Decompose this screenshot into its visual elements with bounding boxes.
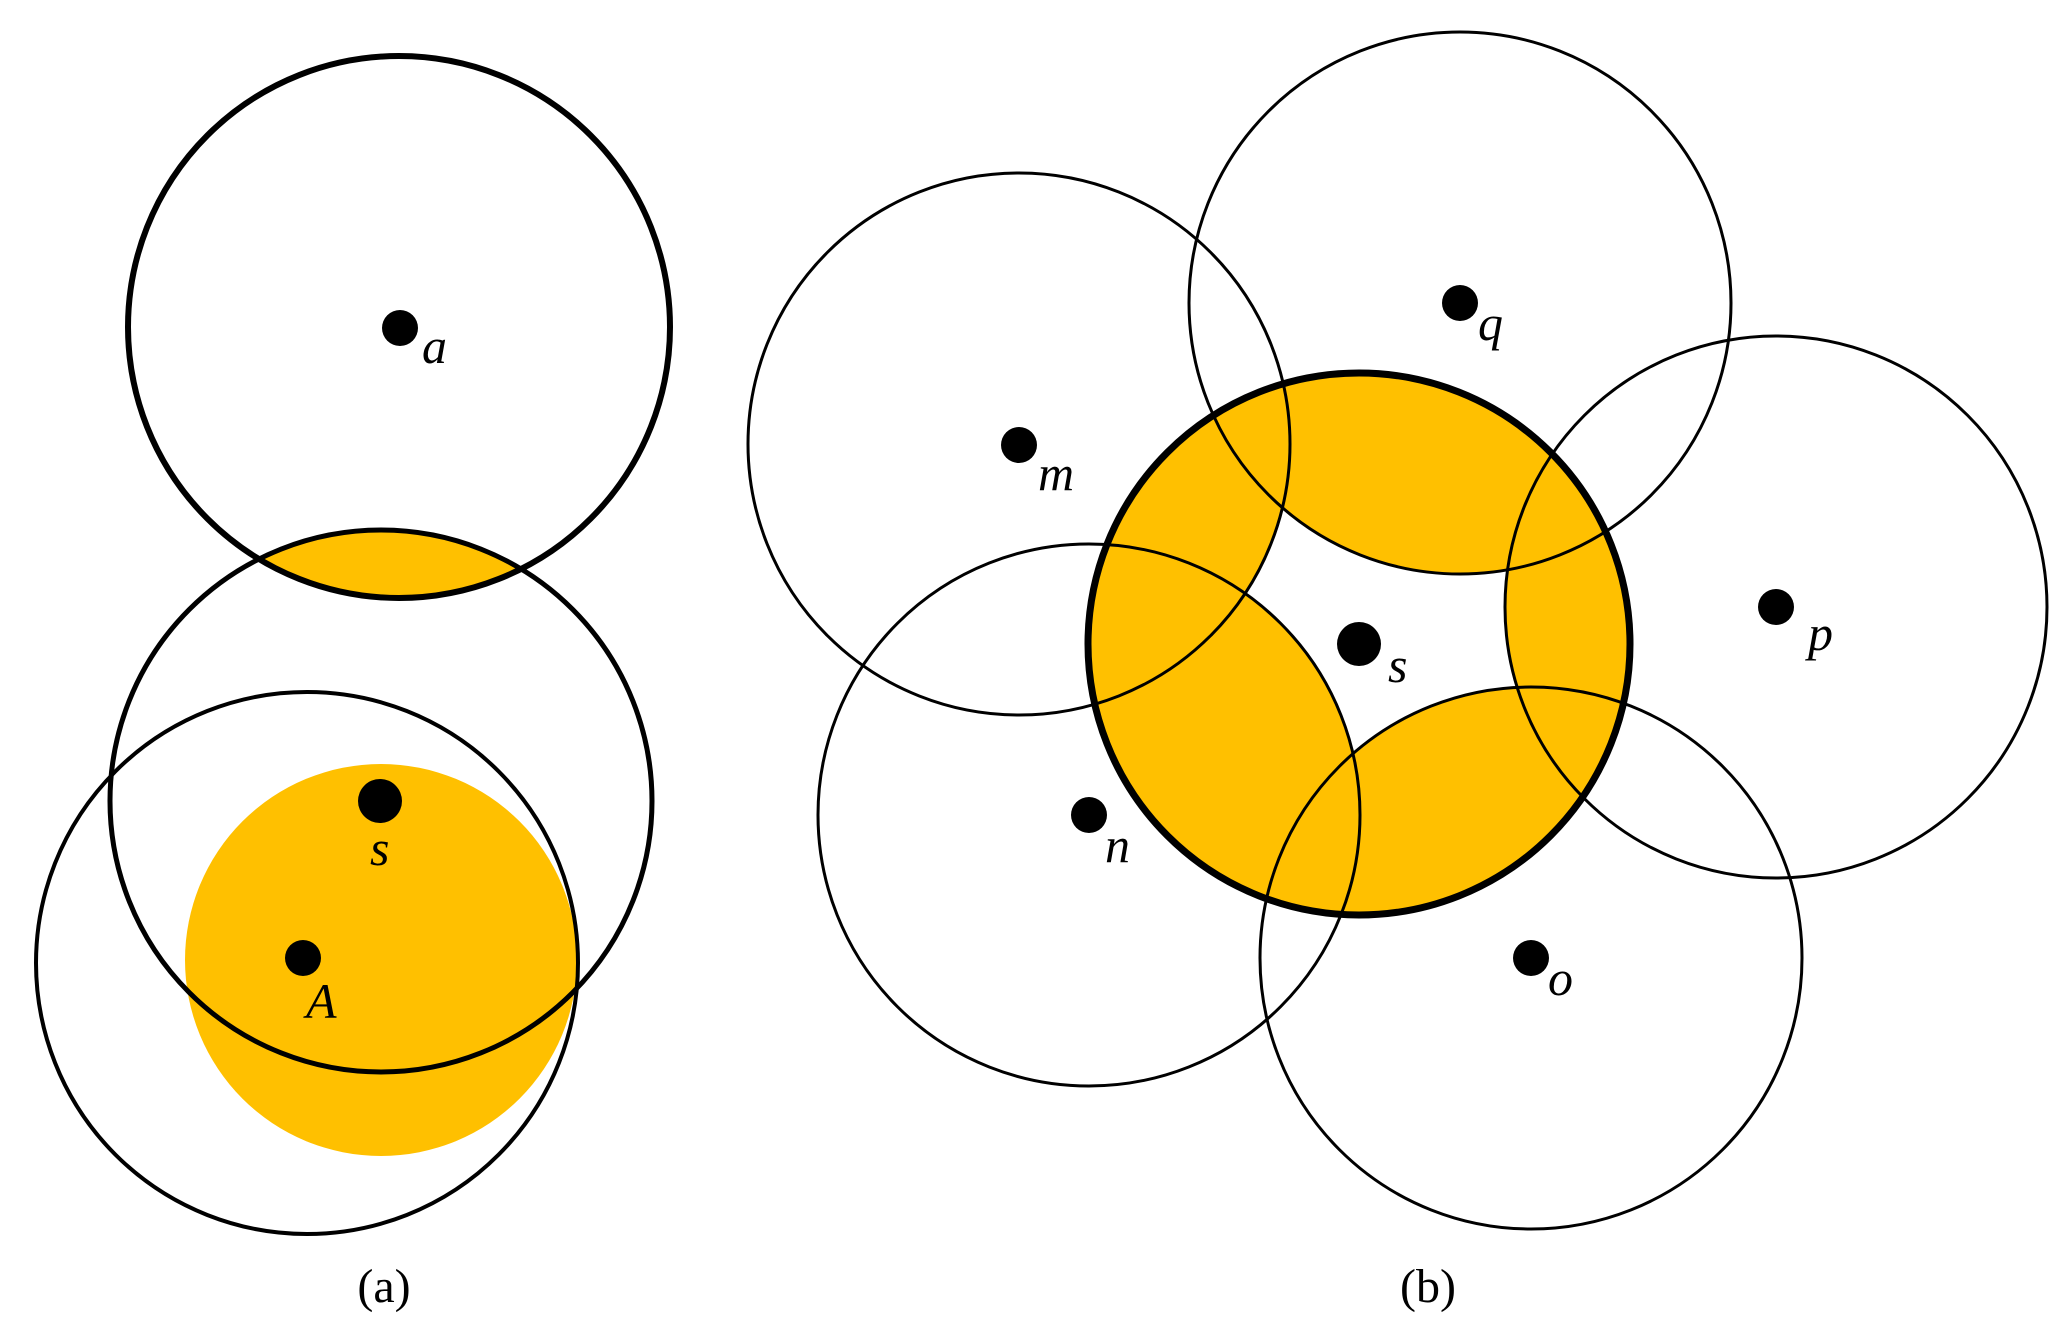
node-q-dot [1442, 285, 1478, 321]
node-s-center-dot [1337, 622, 1381, 666]
node-a-dot [382, 310, 418, 346]
panel-a-circle-s [107, 527, 655, 1075]
panel-a-highlight [128, 530, 652, 1156]
node-n-label: n [1105, 817, 1130, 873]
node-m-dot [1001, 427, 1037, 463]
node-A-label: A [303, 973, 337, 1029]
panel-b-circle-q [1187, 30, 1733, 576]
panel-b-highlight-o [1260, 687, 1630, 915]
node-o-label: o [1548, 950, 1573, 1006]
panel-a-caption: (a) [357, 1260, 410, 1313]
node-p-dot [1758, 589, 1794, 625]
panel-b-caption: (b) [1400, 1260, 1456, 1313]
node-p-label: p [1805, 605, 1833, 661]
node-q-label: q [1478, 295, 1503, 351]
panel-b-highlight [1088, 373, 1630, 915]
panel-a-circle-a [125, 53, 673, 601]
panel-b-circle-o [1258, 685, 1804, 1231]
panel-a: a s A (a) [34, 53, 673, 1313]
node-a-label: a [422, 318, 447, 374]
panel-b-circle-s [1084, 369, 1634, 919]
panel-b-circle-m [746, 171, 1292, 717]
node-s-label: s [370, 820, 389, 876]
panel-b-circle-n [816, 542, 1362, 1088]
panel-b: m q p s n o (b) [746, 30, 2049, 1313]
node-A-dot [285, 940, 321, 976]
node-n-dot [1071, 797, 1107, 833]
panel-a-highlight-main-lens [185, 764, 577, 1156]
node-s-center-label: s [1388, 637, 1407, 693]
panel-b-circle-p [1503, 334, 2049, 880]
panel-a-circle-A [34, 690, 580, 1236]
node-s-dot [358, 779, 402, 823]
node-m-label: m [1038, 445, 1074, 501]
node-o-dot [1513, 940, 1549, 976]
